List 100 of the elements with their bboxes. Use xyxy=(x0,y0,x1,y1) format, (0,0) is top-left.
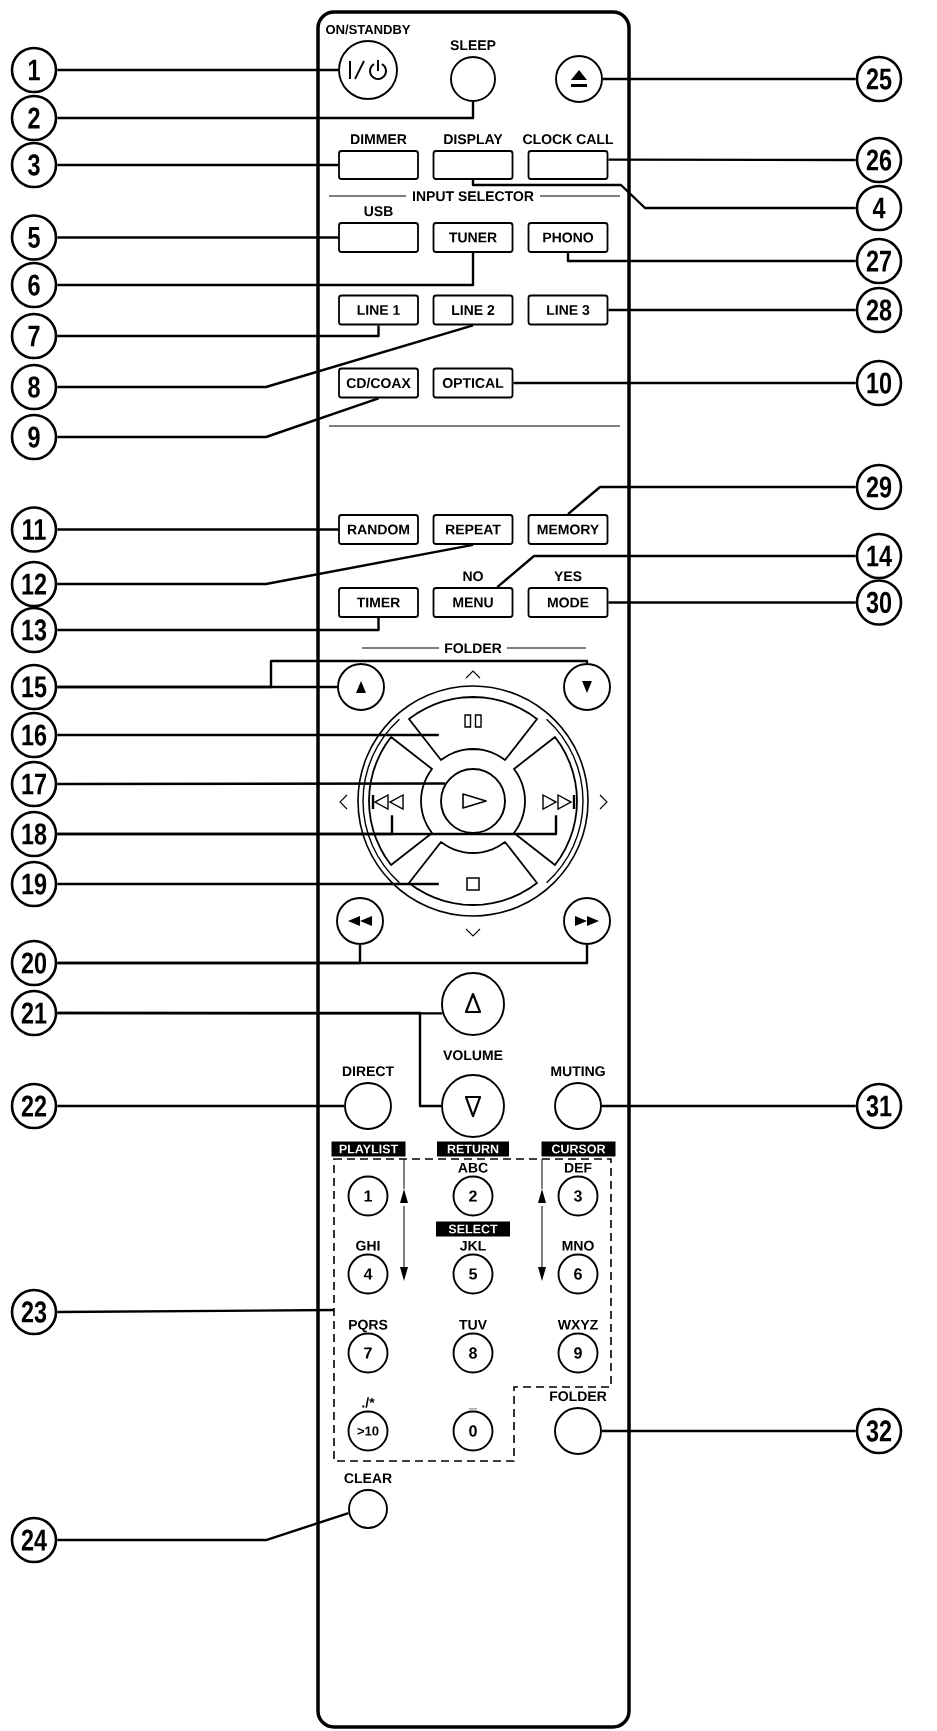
key-label: JKL xyxy=(460,1240,486,1251)
callout-number: 7 xyxy=(10,312,58,360)
key-badge: CURSOR xyxy=(541,1141,616,1157)
button: PHONO xyxy=(527,222,609,253)
callout-number: 20 xyxy=(10,939,58,987)
callout-number: 12 xyxy=(10,560,58,608)
key-label: PQRS xyxy=(349,1319,388,1333)
callout-number: 28 xyxy=(855,286,903,334)
button: CD/COAX xyxy=(338,367,419,399)
callout-number: 23 xyxy=(10,1288,58,1336)
leader-line xyxy=(57,163,339,167)
button-label: DIMMER xyxy=(351,134,407,144)
leader-line xyxy=(471,179,856,210)
button-label: YES xyxy=(554,571,582,582)
leader-line xyxy=(57,882,439,886)
button-label: CLOCK CALL xyxy=(523,134,614,145)
callout-number: 21 xyxy=(10,989,58,1037)
section-label: INPUT SELECTOR xyxy=(413,191,534,202)
button: MODE xyxy=(527,587,609,618)
leader-line xyxy=(57,68,339,72)
key-badge: PLAYLIST xyxy=(331,1141,406,1157)
callout-number: 13 xyxy=(10,606,58,654)
leader-line xyxy=(57,543,474,586)
leader-line xyxy=(513,381,856,385)
number-key: >10 xyxy=(347,1410,389,1452)
leader-line xyxy=(57,733,439,737)
number-key: 5 xyxy=(452,1253,494,1295)
number-key: 6 xyxy=(557,1253,599,1295)
button: MENU xyxy=(432,587,514,618)
callout-number: 17 xyxy=(10,760,58,808)
callout-number: 18 xyxy=(10,810,58,858)
callout-number: 6 xyxy=(10,261,58,309)
leader-line xyxy=(601,1104,856,1108)
leader-line xyxy=(496,554,856,589)
leader-line xyxy=(567,485,856,516)
callout-number: 16 xyxy=(10,711,58,759)
button: OPTICAL xyxy=(432,367,514,399)
leader-line xyxy=(57,1512,349,1542)
callout-number: 25 xyxy=(855,55,903,103)
leader-line xyxy=(602,77,856,81)
button-label: MUTING xyxy=(551,1066,605,1077)
button: TUNER xyxy=(432,222,514,253)
dashed-frame xyxy=(333,1158,612,1462)
key-label: _ xyxy=(468,1408,477,1410)
button-label: FOLDER xyxy=(550,1391,607,1402)
leader-line xyxy=(57,1104,345,1108)
leader-line xyxy=(57,944,589,965)
key-badge: SELECT xyxy=(436,1221,510,1237)
callout-number: 2 xyxy=(10,94,58,142)
callout-number: 8 xyxy=(10,363,58,411)
callout-number: 29 xyxy=(855,463,903,511)
button: REPEAT xyxy=(432,514,514,545)
button-label: USB xyxy=(364,206,393,217)
leader-line xyxy=(57,397,379,439)
callout-number: 15 xyxy=(10,663,58,711)
button-label: ON/STANDBY xyxy=(326,24,411,35)
key-badge: RETURN xyxy=(437,1141,509,1157)
button-label: SLEEP xyxy=(450,40,496,51)
leader-line xyxy=(57,782,446,786)
callout-number: 10 xyxy=(855,359,903,407)
callout-number: 31 xyxy=(855,1082,903,1130)
number-key: 7 xyxy=(347,1332,389,1374)
key-label: GHI xyxy=(356,1240,380,1251)
key-label: ./* xyxy=(362,1397,375,1408)
callout-number: 19 xyxy=(10,860,58,908)
callout-number: 5 xyxy=(10,214,58,261)
callout-number: 11 xyxy=(10,506,58,553)
button-label: DISPLAY xyxy=(444,134,503,145)
button: LINE 2 xyxy=(432,294,514,326)
leader-line xyxy=(608,158,856,162)
leader-line xyxy=(57,236,339,239)
leader-line xyxy=(57,659,589,689)
leader-line xyxy=(57,1011,442,1108)
key-label: MNO xyxy=(562,1240,594,1251)
section-label: FOLDER xyxy=(445,643,502,654)
button-label: DIRECT xyxy=(342,1066,394,1077)
number-key: 0 xyxy=(452,1410,494,1452)
leader-line xyxy=(608,308,856,312)
leader-line xyxy=(57,324,474,389)
leader-line xyxy=(57,617,380,632)
button: TIMER xyxy=(338,587,419,618)
button-label: NO xyxy=(463,571,483,582)
button: MEMORY xyxy=(527,514,609,545)
button: LINE 3 xyxy=(527,294,609,326)
leader-line xyxy=(57,815,558,836)
number-key: 2 xyxy=(452,1175,494,1217)
section-label: VOLUME xyxy=(443,1050,503,1061)
key-label: ABC xyxy=(458,1162,488,1173)
number-key: 4 xyxy=(347,1253,389,1295)
leader-line xyxy=(601,1429,856,1433)
callout-number: 14 xyxy=(855,532,903,580)
callout-number: 24 xyxy=(10,1516,58,1564)
leader-line xyxy=(57,1308,334,1314)
leader-line xyxy=(608,601,856,604)
remote-body xyxy=(316,10,631,1729)
callout-number: 4 xyxy=(855,184,903,232)
leader-line xyxy=(57,252,475,287)
number-key: 8 xyxy=(452,1332,494,1374)
callout-number: 32 xyxy=(855,1407,903,1455)
button-label: CLEAR xyxy=(344,1473,392,1484)
